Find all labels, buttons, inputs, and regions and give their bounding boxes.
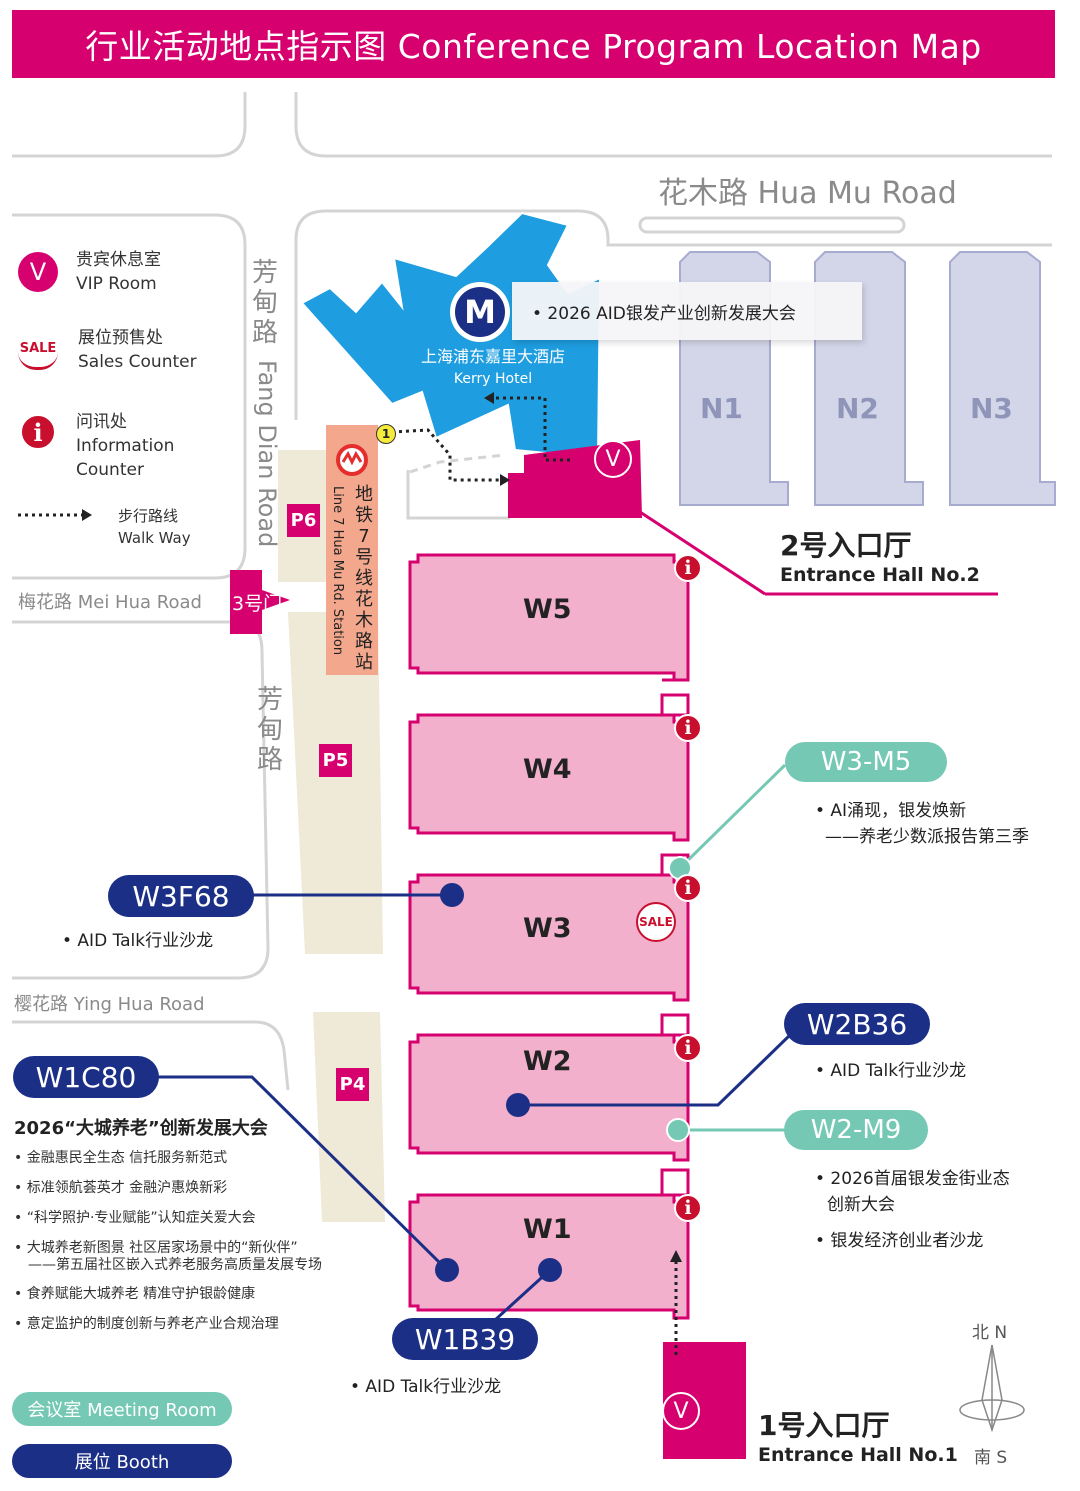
ying-hua-road-label: 樱花路 Ying Hua Road [14, 994, 205, 1015]
callout-w3-m5-pill[interactable]: W3-M5 [785, 742, 947, 782]
fang-dian-road-en-label: Fang Dian Road [253, 360, 281, 548]
compass-south-label: 南 S [974, 1448, 1008, 1468]
entrance-hall-2-cn: 2号入口厅 [780, 529, 912, 562]
info-icon: i [674, 554, 702, 582]
legend-sales-en: Sales Counter [78, 352, 197, 372]
legend-info-cn: 问讯处 [76, 412, 127, 432]
vip-icon: V [662, 1392, 700, 1430]
callout-w1b39-pill[interactable]: W1B39 [392, 1318, 538, 1360]
parking-p5: P5 [319, 744, 352, 777]
hall-n2: N2 [836, 392, 879, 425]
west-halls [408, 553, 690, 1320]
legend-meeting-room: 会议室 Meeting Room [12, 1392, 232, 1426]
mei-hua-road-label: 梅花路 Mei Hua Road [18, 592, 202, 613]
hotel-name: 上海浦东嘉里大酒店 Kerry Hotel [408, 346, 578, 390]
hall-w2: W2 [523, 1046, 572, 1077]
road-outlines [12, 92, 1052, 1091]
sale-icon: SALE [636, 902, 676, 942]
list-item: • 食养赋能大城养老 精准守护银龄健康 [14, 1286, 256, 1302]
entrance-hall-2-en: Entrance Hall No.2 [780, 564, 980, 586]
entrance-hall-1-label: 1号入口厅 Entrance Hall No.1 [758, 1404, 958, 1466]
legend-info-en-2: Counter [76, 460, 144, 480]
info-icon: i [674, 1194, 702, 1222]
fang-dian-road-cn-label: 芳甸路 [251, 258, 278, 348]
callout-w1b39-line1: • AID Talk行业沙龙 [350, 1377, 502, 1397]
hua-mu-road-label: 花木路 Hua Mu Road [658, 176, 957, 211]
legend-vip-cn: 贵宾休息室 [76, 250, 161, 270]
info-icon: i [674, 714, 702, 742]
parking-area-p4 [313, 1012, 385, 1222]
callout-w3f68-pill[interactable]: W3F68 [108, 875, 254, 917]
entrance-hall-1-en: Entrance Hall No.1 [758, 1444, 958, 1466]
callout-w3-m5-notes: • AI涌现，银发焕新 ——养老少数派报告第三季 [815, 798, 1029, 850]
callout-w1c80-title: 2026“大城养老”创新发展大会 [14, 1118, 268, 1139]
callout-w2-m9-line3: • 银发经济创业者沙龙 [815, 1231, 984, 1251]
metro-station-en: Line 7 Hua Mu Rd. Station [330, 486, 345, 656]
hotel-event-card: • 2026 AID银发产业创新发展大会 [512, 282, 862, 340]
compass-north-label: 北 N [972, 1323, 1008, 1343]
callout-w2-m9-line2: 创新大会 [827, 1195, 895, 1215]
compass-rose [959, 1344, 1025, 1433]
list-item: • “科学照护·专业赋能”认知症关爱大会 [14, 1210, 256, 1226]
callout-w3f68-line1: • AID Talk行业沙龙 [62, 931, 214, 951]
legend-walk-en: Walk Way [118, 529, 191, 547]
list-item: • 意定监护的制度创新与养老产业合规治理 [14, 1316, 279, 1332]
parking-p6: P6 [287, 504, 320, 537]
list-item: • 金融惠民全生态 信托服务新范式 [14, 1150, 228, 1166]
hotel-name-cn: 上海浦东嘉里大酒店 [420, 347, 565, 366]
list-item: ——第五届社区嵌入式养老服务高质量发展专场 [28, 1257, 322, 1273]
metro-station-cn: 地铁7号线花木路站 [355, 484, 373, 673]
parking-p4: P4 [336, 1068, 369, 1101]
gate-3-marker [230, 570, 290, 634]
hall-n1: N1 [700, 392, 743, 425]
callout-w2-m9-pill[interactable]: W2-M9 [784, 1110, 928, 1150]
metro-exit-1-icon: 1 [376, 424, 396, 444]
metro-m-icon: M [455, 287, 505, 337]
callout-w2b36-line1: • AID Talk行业沙龙 [815, 1061, 967, 1081]
callout-w3-m5-line1: • AI涌现，银发焕新 [815, 801, 967, 821]
legend-sales: SALE 展位预售处 Sales Counter [18, 326, 197, 374]
metro-m-badge: M [450, 282, 510, 342]
legend-walk-cn: 步行路线 [118, 507, 179, 525]
parking-area-p5 [288, 612, 383, 954]
legend-sales-cn: 展位预售处 [78, 328, 163, 348]
hotel-name-en: Kerry Hotel [453, 371, 533, 387]
list-item: • 大城养老新图景 社区居家场景中的“新伙伴” [14, 1240, 298, 1256]
fang-dian-road-cn-label-2: 芳甸路 [256, 685, 283, 775]
walk-way-paths [391, 396, 678, 1355]
legend-booth: 展位 Booth [12, 1444, 232, 1478]
callout-w2-m9-line1: • 2026首届银发金街业态 [815, 1169, 1010, 1189]
hall-w4: W4 [523, 754, 572, 785]
info-icon: i [20, 414, 56, 450]
entrance-hall-2-label: 2号入口厅 Entrance Hall No.2 [780, 524, 980, 586]
callout-w2-m9-notes: • 2026首届银发金街业态 创新大会 • 银发经济创业者沙龙 [815, 1166, 1010, 1254]
legend-vip: V 贵宾休息室 VIP Room [18, 248, 161, 296]
vip-icon: V [594, 440, 632, 478]
callout-w1c80-list: • 金融惠民全生态 信托服务新范式 • 标准领航荟英才 金融沪惠焕新彩 • “科… [14, 1143, 322, 1339]
sale-icon: SALE [18, 330, 58, 370]
hall-w3: W3 [523, 913, 572, 944]
page-title: 行业活动地点指示图 Conference Program Location Ma… [12, 10, 1055, 78]
entrance-hall-1-cn: 1号入口厅 [758, 1409, 890, 1442]
hall-n3: N3 [970, 392, 1013, 425]
vip-icon: V [18, 252, 58, 292]
gate-3-label: 3号门 [232, 593, 283, 615]
callout-w1c80-pill[interactable]: W1C80 [13, 1056, 159, 1098]
legend-info-en-1: Information [76, 436, 175, 456]
legend-walk: 步行路线 Walk Way [118, 505, 191, 549]
callout-w2b36-pill[interactable]: W2B36 [784, 1003, 930, 1045]
hall-w5: W5 [523, 594, 572, 625]
hall-w1: W1 [523, 1214, 572, 1245]
legend-vip-en: VIP Room [76, 274, 157, 294]
list-item: • 标准领航荟英才 金融沪惠焕新彩 [14, 1180, 228, 1196]
callout-w3-m5-line2: ——养老少数派报告第三季 [825, 827, 1029, 847]
info-icon: i [674, 874, 702, 902]
info-icon: i [674, 1034, 702, 1062]
